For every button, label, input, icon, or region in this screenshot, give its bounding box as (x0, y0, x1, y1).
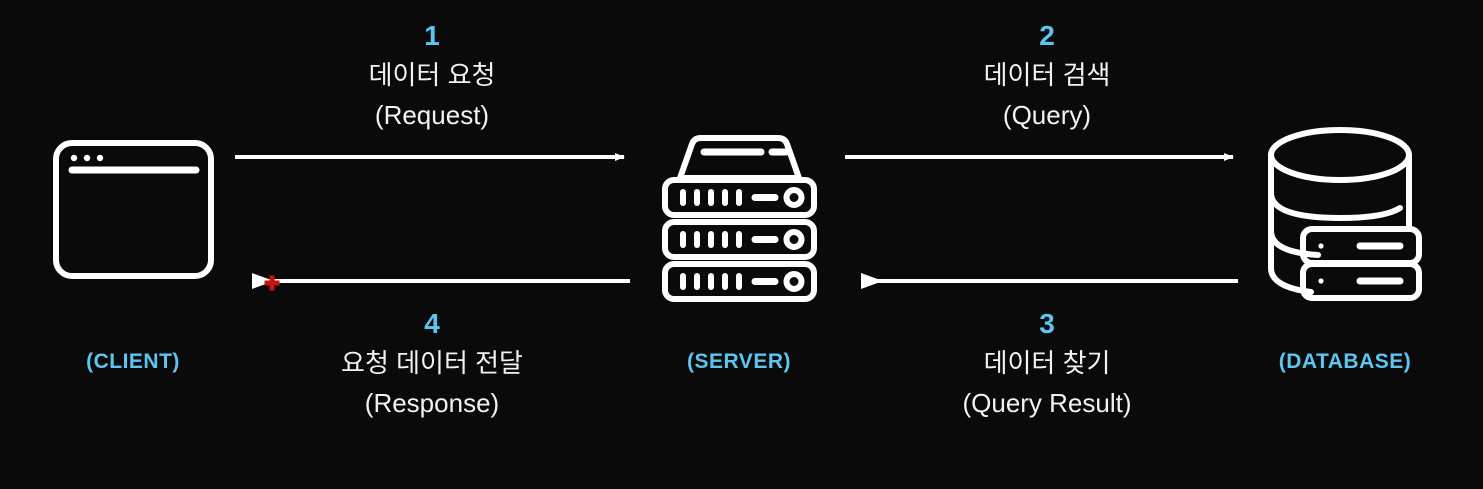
database-icon (1268, 127, 1422, 301)
crosshair-cursor (264, 275, 280, 291)
step-label-3: 3 데이터 찾기 (Query Result) (962, 308, 1132, 418)
step-english-text: (Query) (1002, 100, 1092, 130)
step-korean-text: 데이터 검색 (983, 60, 1111, 90)
step-number: 1 (424, 20, 440, 51)
node-label-database: (DATABASE) (1278, 350, 1412, 373)
step-label-1: 1 데이터 요청 (Request) (368, 20, 496, 130)
step-number: 2 (1039, 20, 1055, 51)
step-korean-text: 요청 데이터 전달 (341, 348, 523, 378)
step-label-4: 4 요청 데이터 전달 (Response) (341, 308, 523, 418)
step-english-text: (Request) (374, 100, 490, 130)
step-english-text: (Response) (364, 388, 500, 418)
step-label-2: 2 데이터 검색 (Query) (983, 20, 1111, 130)
step-number: 3 (1039, 308, 1055, 339)
node-label-client: (CLIENT) (86, 350, 180, 373)
server-rack-icon (662, 135, 817, 302)
node-label-server: (SERVER) (687, 350, 791, 373)
browser-window-icon (53, 140, 214, 279)
step-korean-text: 데이터 찾기 (983, 348, 1111, 378)
step-english-text: (Query Result) (962, 388, 1132, 418)
step-number: 4 (424, 308, 440, 339)
step-korean-text: 데이터 요청 (368, 60, 496, 90)
